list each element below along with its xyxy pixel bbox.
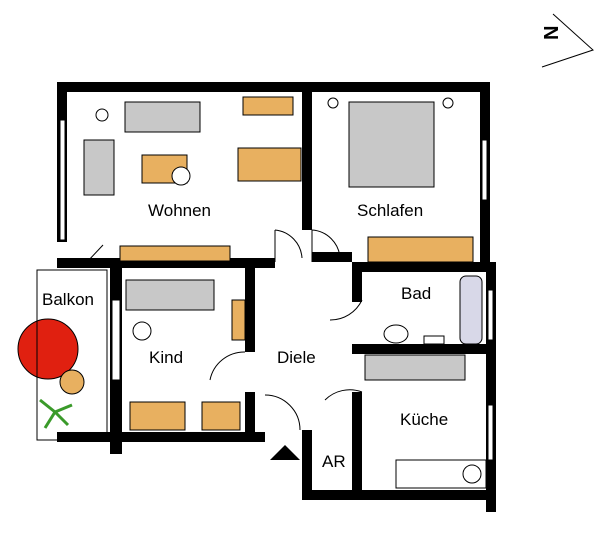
room-label-kueche: Küche — [400, 410, 449, 429]
room-label-ar: AR — [322, 452, 346, 471]
windows — [59, 119, 494, 461]
plant-icon — [39, 398, 73, 429]
furniture — [83, 96, 487, 489]
room-label-diele: Diele — [277, 348, 316, 367]
north-arrow-icon: N — [541, 13, 594, 68]
entrance-arrow-icon — [270, 445, 300, 460]
room-label-wohnen: Wohnen — [148, 201, 212, 220]
room-label-bad: Bad — [401, 284, 432, 303]
room-label-balkon: Balkon — [42, 290, 94, 309]
room-label-schlafen: Schlafen — [357, 201, 424, 220]
room-label-kind: Kind — [149, 348, 184, 367]
north-label: N — [541, 26, 563, 40]
door-swings — [86, 229, 363, 431]
balcony-umbrella-icon — [17, 318, 85, 395]
balcony-outline — [36, 269, 108, 441]
